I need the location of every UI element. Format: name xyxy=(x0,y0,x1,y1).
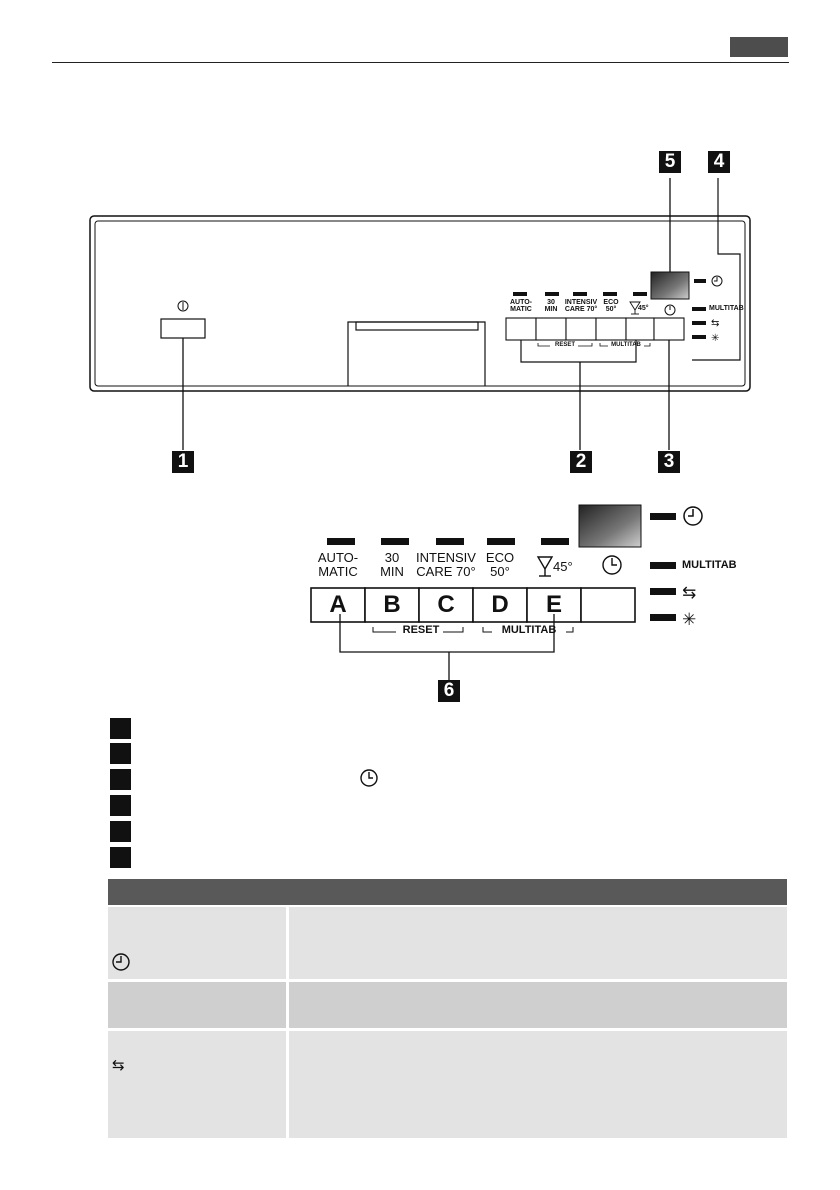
svg-text:✳: ✳ xyxy=(682,610,696,630)
reset-label: RESET xyxy=(402,624,440,636)
table-row-2-col-1 xyxy=(108,982,286,1028)
multitab-indicator-label: MULTITAB xyxy=(682,559,737,571)
program-label-auto-large: AUTO-MATIC xyxy=(317,550,359,579)
power-button-shape xyxy=(160,318,206,339)
svg-text:✳: ✳ xyxy=(711,333,719,344)
program-label-glass-large: 45° xyxy=(553,559,573,574)
panel-outer xyxy=(89,215,751,392)
legend-box-5 xyxy=(110,821,131,842)
page-tab-marker xyxy=(730,37,788,57)
handle-slot xyxy=(355,321,479,331)
legend-box-3 xyxy=(110,769,131,790)
power-symbol-circle xyxy=(177,300,189,312)
callout-2: 2 xyxy=(570,451,592,473)
program-button-d[interactable]: D xyxy=(491,591,509,618)
table-row-3-col-1 xyxy=(108,1031,286,1138)
multitab-indicator-label-small: MULTITAB xyxy=(709,305,744,312)
table-row-2-col-2 xyxy=(289,982,787,1028)
indicator-intensiv xyxy=(573,292,587,296)
delay-start-icon xyxy=(360,769,378,787)
clock-icon xyxy=(112,953,130,971)
header-rule xyxy=(52,62,789,63)
indicator-glass xyxy=(633,292,647,296)
callout-5: 5 xyxy=(659,151,681,173)
svg-text:⇆: ⇆ xyxy=(711,318,719,329)
callout-3: 3 xyxy=(658,451,680,473)
svg-text:⇆: ⇆ xyxy=(682,583,696,603)
multitab-label-small: MULTITAB xyxy=(611,342,641,348)
display-small xyxy=(650,271,690,300)
reset-label-small: RESET xyxy=(554,342,575,348)
handle-recess xyxy=(347,321,486,386)
panel-inner xyxy=(94,220,746,387)
legend-box-6 xyxy=(110,847,131,868)
callout-1: 1 xyxy=(172,451,194,473)
table-row-1-col-2 xyxy=(289,907,787,979)
callout-6: 6 xyxy=(438,680,460,702)
callout-line-4 xyxy=(692,178,741,361)
table-row-3-col-2 xyxy=(289,1031,787,1138)
indicator-30min xyxy=(545,292,559,296)
program-button-e[interactable]: E xyxy=(545,591,562,618)
indicator-eco xyxy=(603,292,617,296)
program-label-auto: AUTO-MATIC xyxy=(509,299,533,314)
legend-box-1 xyxy=(110,718,131,739)
program-button-c[interactable]: C xyxy=(437,591,455,618)
legend-box-4 xyxy=(110,795,131,816)
table-row-1-col-1 xyxy=(108,907,286,979)
callout-4: 4 xyxy=(708,151,730,173)
display-large xyxy=(578,504,642,548)
multitab-label: MULTITAB xyxy=(501,624,557,636)
table-header xyxy=(108,879,787,905)
legend-box-2 xyxy=(110,743,131,764)
control-panel-figure: ⇆ ✳ ⇆ ✳ xyxy=(89,178,751,680)
rinse-aid-icon: ⇆ xyxy=(112,1056,125,1074)
program-button-a[interactable]: A xyxy=(329,591,347,618)
program-label-glass: 45° xyxy=(638,305,649,312)
indicator-auto xyxy=(513,292,527,296)
program-button-b[interactable]: B xyxy=(383,591,401,618)
